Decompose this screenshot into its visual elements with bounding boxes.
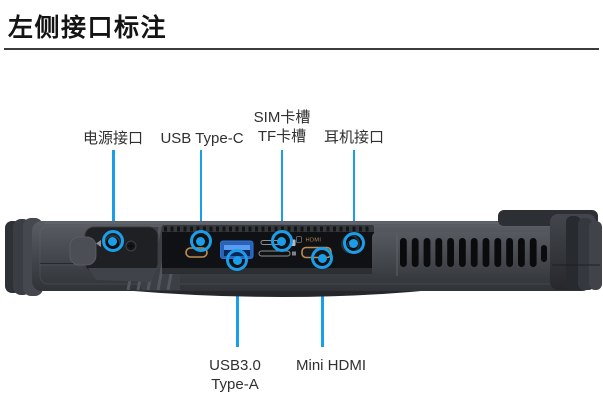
right-bumper — [498, 210, 602, 290]
sim-tf-slot-label: SIM卡槽 TF卡槽 — [254, 108, 311, 146]
usb-a-label-line1: USB3.0 — [209, 357, 261, 374]
usb-a-callout-dot — [232, 255, 242, 265]
power-callout-ring — [101, 230, 124, 252]
sim-callout-line — [280, 150, 283, 232]
usb-a-callout-ring — [226, 249, 248, 271]
power-port-label: 电源接口 — [82, 130, 144, 147]
headphone-jack-label: 耳机接口 — [323, 129, 385, 146]
tablet-left-side-illustration: HDMI — [5, 210, 602, 298]
mini-hdmi-callout-ring — [311, 247, 333, 269]
mini-hdmi-label: Mini HDMI — [296, 357, 366, 374]
mini-hdmi-callout-dot — [317, 253, 327, 263]
usb-type-c-label: USB Type-C — [160, 130, 244, 147]
power-callout-line — [112, 150, 115, 232]
hdmi-port-print: HDMI — [306, 238, 322, 244]
usb-a-callout-line — [236, 269, 239, 347]
tf-card-slot — [258, 250, 296, 257]
vent-grille — [372, 232, 550, 278]
power-callout-dot — [108, 236, 117, 246]
usb-a-label: USB3.0 Type-A — [209, 356, 261, 394]
port-panel-lip — [162, 268, 374, 274]
page-title: 左侧接口标注 — [8, 14, 168, 42]
headphone-callout-line — [352, 150, 355, 234]
title-divider — [4, 48, 599, 50]
sim-slot-label-line1: SIM卡槽 — [253, 109, 311, 126]
sim-callout-ring — [270, 230, 293, 252]
flap-open-cover — [88, 268, 158, 282]
tf-slot-label-line2: TF卡槽 — [257, 128, 307, 145]
usb-c-callout-line — [199, 150, 202, 232]
usb-c-callout-ring — [189, 230, 212, 252]
flap-arrow-mark — [96, 240, 101, 247]
sim-callout-dot — [277, 236, 286, 246]
mini-hdmi-callout-line — [321, 267, 324, 347]
usb-a-label-line2: Type-A — [211, 376, 259, 393]
usb-c-callout-dot — [196, 236, 205, 246]
headphone-callout-ring — [342, 232, 365, 254]
hdmi-print-icon — [296, 236, 302, 243]
screw-head — [125, 240, 137, 252]
headphone-callout-dot — [349, 238, 358, 248]
flap-rubber-tab — [69, 236, 97, 266]
